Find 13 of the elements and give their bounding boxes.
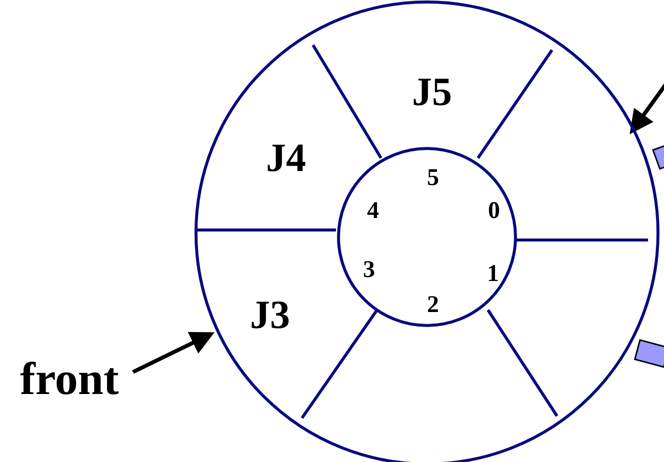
job-label: J5 (412, 72, 452, 112)
arrow (630, 82, 664, 134)
arrow (132, 332, 215, 374)
slot-index: 2 (427, 293, 439, 317)
job-label: J4 (266, 138, 306, 178)
slot-index: 4 (367, 199, 379, 223)
slot-index: 5 (427, 166, 439, 190)
slot-index: 1 (487, 262, 499, 286)
pointer-label: front (20, 356, 119, 402)
slot-index: 0 (488, 199, 500, 223)
inner-circle (337, 147, 517, 327)
job-label: J3 (250, 295, 290, 335)
slot-index: 3 (363, 258, 375, 282)
